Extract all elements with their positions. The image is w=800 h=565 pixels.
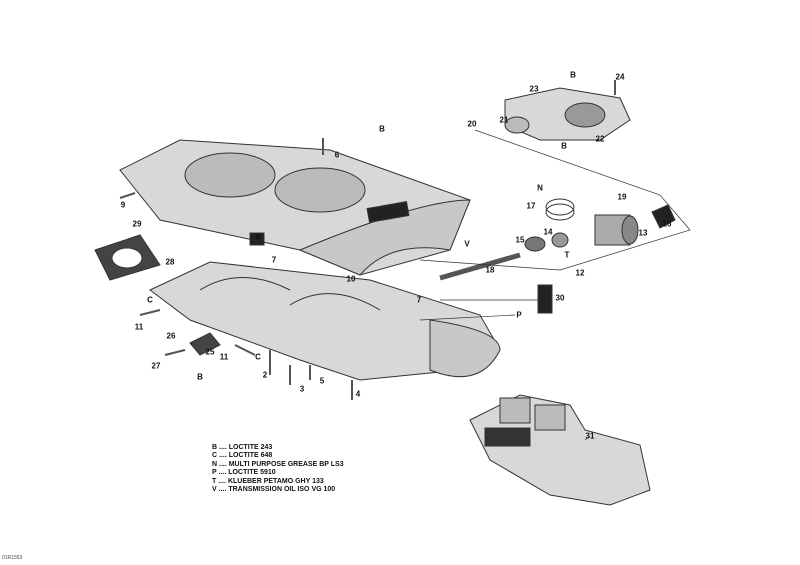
callout-label: 7	[416, 295, 422, 305]
callout-label: 7	[271, 255, 277, 265]
callout-label: B	[197, 372, 203, 382]
callout-label: B	[561, 141, 567, 151]
callout-label: P	[516, 310, 522, 320]
callout-label: 17	[526, 201, 536, 211]
callout-label: B	[379, 124, 385, 134]
callout-label: B	[570, 70, 576, 80]
callout-label: 18	[485, 265, 495, 275]
callout-label: 22	[595, 134, 605, 144]
legend-item: P .... LOCTITE 5910	[212, 469, 276, 477]
callout-label: 25	[205, 347, 215, 357]
diagram-code: 01R1553	[2, 555, 23, 561]
callout-label: C	[147, 295, 153, 305]
callout-label: V	[464, 239, 470, 249]
callout-label: 19	[617, 192, 627, 202]
callout-label: 4	[355, 389, 361, 399]
callout-label: 11	[219, 352, 229, 362]
callout-label: 14	[543, 227, 553, 237]
legend-item: B .... LOCTITE 243	[212, 444, 273, 451]
legend-item: V .... TRANSMISSION OIL ISO VG 100	[212, 486, 336, 494]
callout-label: 3	[299, 384, 305, 394]
callout-label: 31	[585, 431, 595, 441]
legend-item: T .... KLUEBER PETAMO GHY 133	[212, 477, 324, 485]
callout-label: 27	[151, 361, 161, 371]
callout-label: 29	[132, 219, 142, 229]
callout-label: 12	[575, 268, 585, 278]
callout-label: 21	[499, 115, 509, 125]
callout-label: 5	[319, 376, 325, 386]
callout-label: 20	[467, 119, 477, 129]
callout-label: N	[537, 183, 543, 193]
callout-label: 30	[555, 293, 565, 303]
callout-label: 23	[529, 84, 539, 94]
callout-label: 6	[334, 150, 340, 160]
callout-label: 13	[638, 228, 648, 238]
callout-label: 2	[262, 370, 268, 380]
legend: B .... LOCTITE 243 C .... LOCTITE 648 N …	[212, 444, 344, 494]
callout-label: 16	[662, 219, 672, 229]
callout-label: 26	[166, 331, 176, 341]
callout-label: 24	[615, 72, 625, 82]
callout-label: 8	[255, 232, 261, 242]
pump-shaft	[439, 252, 521, 281]
legend-item: C .... LOCTITE 648	[212, 452, 273, 460]
callout-label: 9	[120, 200, 126, 210]
callout-label: 15	[515, 235, 525, 245]
callout-label: 28	[165, 257, 175, 267]
callout-label: 10	[346, 274, 356, 284]
callout-label: 11	[134, 322, 144, 332]
leader-lines	[419, 129, 691, 441]
legend-item: N .... MULTI PURPOSE GREASE BP LS3	[212, 460, 344, 468]
callout-label: T	[564, 250, 570, 260]
callout-label: C	[255, 352, 261, 362]
